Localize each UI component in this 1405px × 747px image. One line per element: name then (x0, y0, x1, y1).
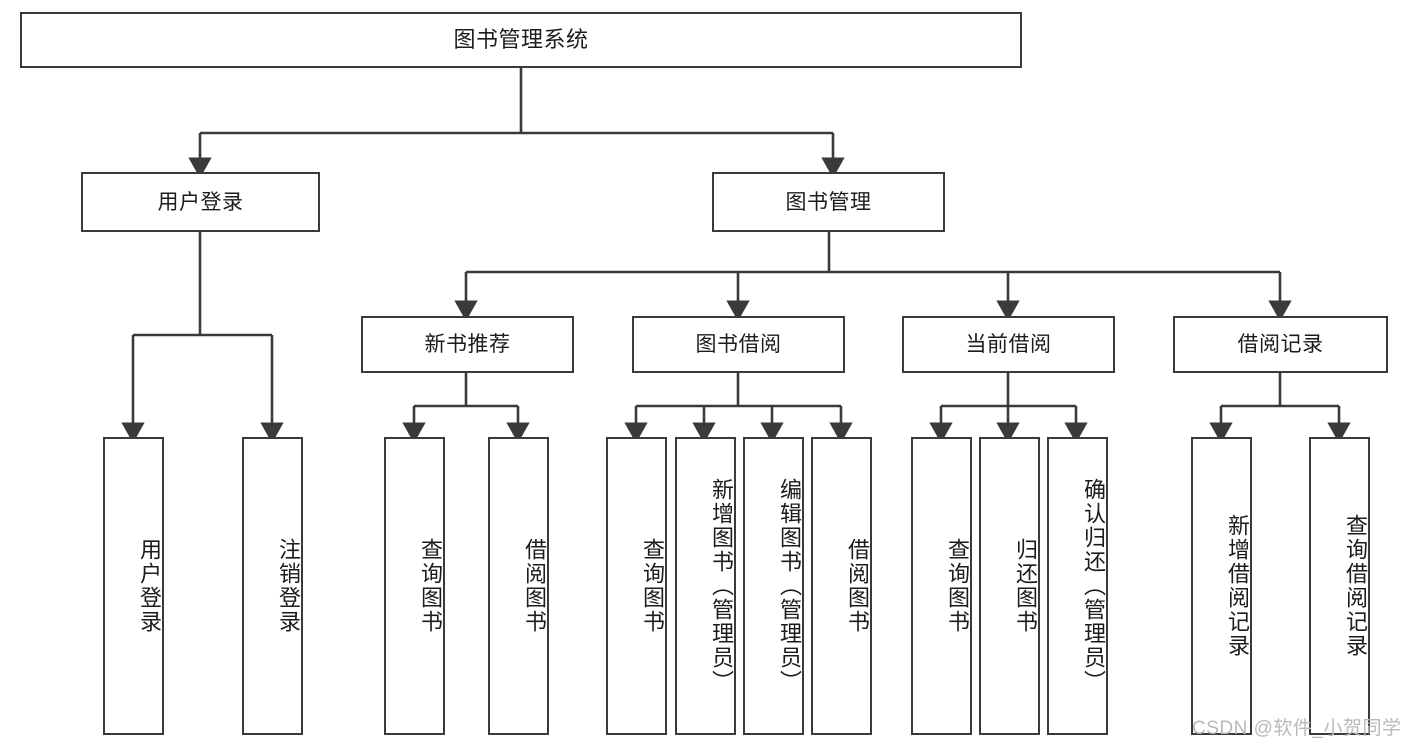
node-leaf-query-record[interactable]: 查询借阅记录 (1309, 437, 1370, 735)
node-leaf-query-book-3[interactable]: 查询图书 (911, 437, 972, 735)
node-leaf-return-book-label: 归还图书 (1013, 538, 1038, 634)
node-leaf-query-book-1-label: 查询图书 (418, 538, 443, 634)
node-leaf-return-book[interactable]: 归还图书 (979, 437, 1040, 735)
node-current-borrow-label: 当前借阅 (965, 333, 1052, 356)
node-root-label: 图书管理系统 (453, 27, 589, 52)
node-leaf-borrow-book-1-label: 借阅图书 (522, 538, 547, 634)
node-leaf-add-book[interactable]: 新增图书（管理员） (675, 437, 736, 735)
node-user-login[interactable]: 用户登录 (81, 172, 320, 232)
node-leaf-logout[interactable]: 注销登录 (242, 437, 303, 735)
node-leaf-query-book-2-label: 查询图书 (640, 538, 665, 634)
node-leaf-add-record-label: 新增借阅记录 (1225, 514, 1250, 658)
node-leaf-logout-label: 注销登录 (276, 538, 301, 634)
node-leaf-edit-book-label: 编辑图书（管理员） (777, 478, 802, 694)
watermark: CSDN @软件_小贺同学 (1192, 718, 1402, 739)
node-borrow-record-label: 借阅记录 (1237, 333, 1324, 356)
node-leaf-query-record-label: 查询借阅记录 (1343, 514, 1368, 658)
node-user-login-label: 用户登录 (157, 190, 244, 214)
node-borrow-record[interactable]: 借阅记录 (1173, 316, 1388, 373)
node-book-borrow-label: 图书借阅 (695, 333, 782, 356)
node-leaf-user-login-label: 用户登录 (137, 538, 162, 634)
node-leaf-confirm-return-label: 确认归还（管理员） (1081, 478, 1106, 694)
node-leaf-add-book-label: 新增图书（管理员） (709, 478, 734, 694)
node-leaf-query-book-2[interactable]: 查询图书 (606, 437, 667, 735)
node-book-manage-label: 图书管理 (785, 190, 872, 214)
node-new-book-rec[interactable]: 新书推荐 (361, 316, 574, 373)
node-book-borrow[interactable]: 图书借阅 (632, 316, 845, 373)
node-book-manage[interactable]: 图书管理 (712, 172, 945, 232)
node-leaf-borrow-book-1[interactable]: 借阅图书 (488, 437, 549, 735)
node-leaf-borrow-book-2[interactable]: 借阅图书 (811, 437, 872, 735)
node-leaf-borrow-book-2-label: 借阅图书 (845, 538, 870, 634)
node-leaf-user-login[interactable]: 用户登录 (103, 437, 164, 735)
node-leaf-query-book-3-label: 查询图书 (945, 538, 970, 634)
node-leaf-edit-book[interactable]: 编辑图书（管理员） (743, 437, 804, 735)
node-leaf-query-book-1[interactable]: 查询图书 (384, 437, 445, 735)
node-new-book-rec-label: 新书推荐 (424, 333, 511, 356)
node-leaf-add-record[interactable]: 新增借阅记录 (1191, 437, 1252, 735)
node-root[interactable]: 图书管理系统 (20, 12, 1022, 68)
node-leaf-confirm-return[interactable]: 确认归还（管理员） (1047, 437, 1108, 735)
node-current-borrow[interactable]: 当前借阅 (902, 316, 1115, 373)
